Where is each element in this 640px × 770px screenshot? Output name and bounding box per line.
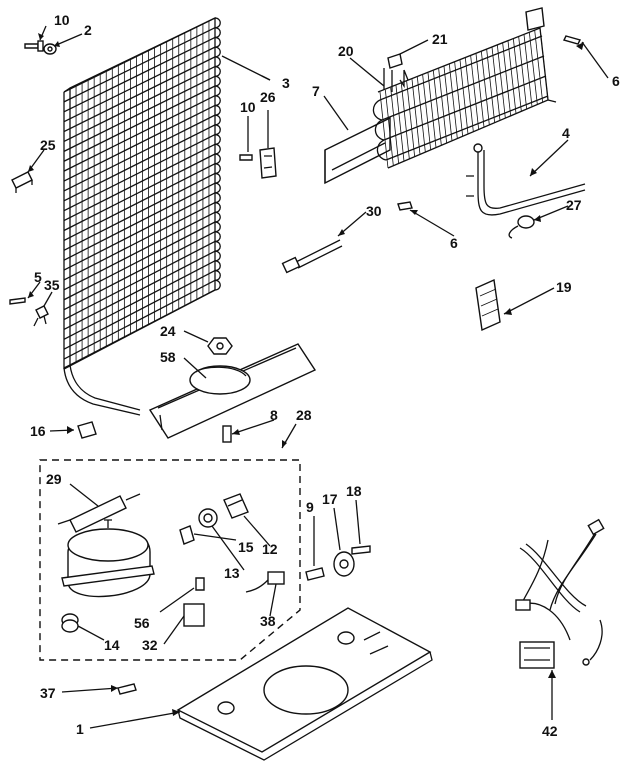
arrowheads [28,33,584,716]
callout-17: 17 [322,491,338,507]
callout-35: 35 [44,277,60,293]
grommet-part [61,613,79,633]
evaporator-coil [324,7,557,185]
leader-lines [27,25,609,729]
callout-3: 3 [282,75,290,91]
callout-15: 15 [238,539,254,555]
bracket-part [11,171,33,193]
overload-part [198,508,218,528]
condenser-coil [63,16,221,416]
callout-8: 8 [270,407,278,423]
callout-19: 19 [556,279,572,295]
callout-56: 56 [134,615,150,631]
callout-6-b: 6 [450,235,458,251]
capacitor-part [183,603,205,627]
callout-27: 27 [566,197,582,213]
callout-58: 58 [160,349,176,365]
connector-part [245,571,285,593]
callout-16: 16 [30,423,46,439]
callout-6-a: 6 [612,73,620,89]
callout-20: 20 [338,43,354,59]
compressor [61,519,155,598]
callout-4: 4 [562,125,570,141]
relay-cover [223,493,249,519]
callout-38: 38 [260,613,276,629]
defrost-heater [466,143,586,216]
callout-1: 1 [76,721,84,737]
callout-12: 12 [262,541,278,557]
screw-part [351,545,371,555]
clip-part [383,53,409,92]
callout-10-b: 10 [240,99,256,115]
spacer-part [305,567,325,581]
drain-pan [148,343,317,439]
fan-motor-part [333,551,355,577]
screw-part [24,40,44,52]
callout-13: 13 [224,565,240,581]
callout-18: 18 [346,483,362,499]
callout-28: 28 [296,407,312,423]
callout-5: 5 [34,269,42,285]
compressor-group-outline [39,459,301,661]
filter-drier [57,493,141,533]
callout-10-a: 10 [54,12,70,28]
callout-25: 25 [40,137,56,153]
evaporator-cover [475,278,501,332]
wire-harness-part [281,239,343,274]
washer-part [43,43,57,55]
screw-clip-part [9,297,49,327]
screw-part [195,577,205,591]
nut-part [207,337,233,355]
base-plate [176,607,433,761]
callout-21: 21 [432,31,448,47]
thermostat-part [508,215,535,239]
relay-part [179,525,195,545]
drain-tube [222,425,232,443]
callout-30: 30 [366,203,382,219]
callout-2: 2 [84,22,92,38]
callout-24: 24 [160,323,176,339]
small-clip-part [117,683,137,695]
callout-9: 9 [306,499,314,515]
callout-7: 7 [312,83,320,99]
callout-26: 26 [260,89,276,105]
callout-29: 29 [46,471,62,487]
wiring-harness [515,518,605,669]
callout-37: 37 [40,685,56,701]
mid-bracket-part [239,147,277,179]
screw-part [562,35,582,45]
screw-part [397,201,413,211]
callout-42: 42 [542,723,558,739]
clip-part-16 [77,421,97,439]
callout-labels: 10 2 3 10 26 25 5 35 20 21 7 6 4 6 30 27… [30,12,620,739]
callout-14: 14 [104,637,120,653]
callout-32: 32 [142,637,158,653]
